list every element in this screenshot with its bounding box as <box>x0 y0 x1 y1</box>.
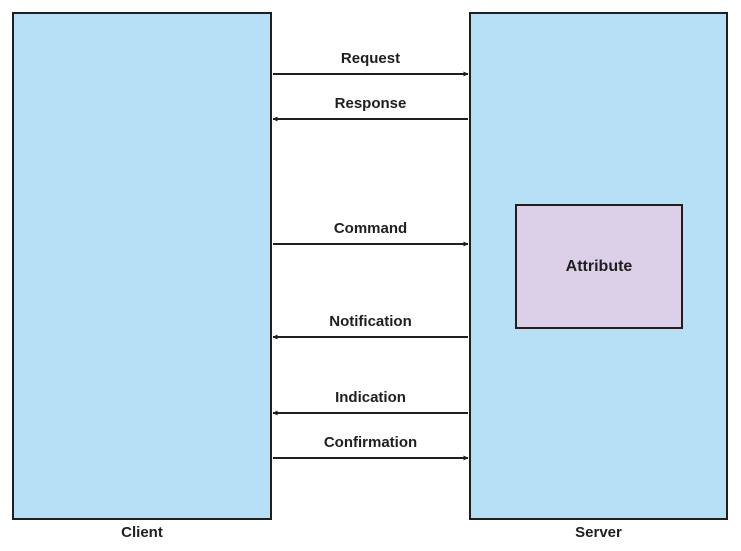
attribute-box: Attribute <box>515 204 683 329</box>
label-notification: Notification <box>329 313 412 330</box>
label-response: Response <box>334 95 407 112</box>
label-request: Request <box>340 50 401 67</box>
label-confirmation: Confirmation <box>323 434 418 451</box>
client-box <box>12 12 272 520</box>
label-command: Command <box>333 220 408 237</box>
label-indication: Indication <box>335 389 406 406</box>
server-caption: Server <box>575 524 622 541</box>
attribute-label: Attribute <box>565 257 633 275</box>
client-caption: Client <box>121 524 163 541</box>
